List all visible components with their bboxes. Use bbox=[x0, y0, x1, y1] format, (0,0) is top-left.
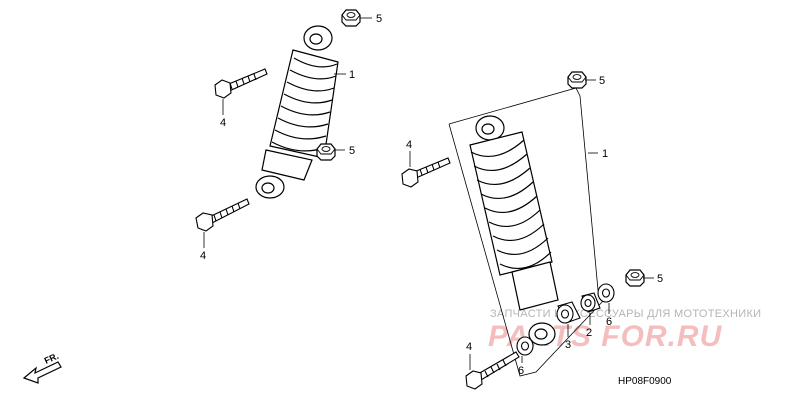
callout-4-left-bottom: 4 bbox=[200, 250, 206, 262]
callout-5-left-top: 5 bbox=[376, 13, 382, 25]
right-bushings bbox=[516, 283, 615, 356]
callout-6-lower: 6 bbox=[518, 365, 524, 377]
callout-4-left-top: 4 bbox=[220, 117, 226, 129]
right-top-nut bbox=[567, 71, 587, 89]
callout-4-right-top: 4 bbox=[406, 139, 412, 151]
diagram-code: HP08F0900 bbox=[618, 376, 672, 387]
callout-5-left-bottom: 5 bbox=[349, 145, 355, 157]
right-shock-absorber bbox=[469, 115, 559, 346]
callout-1-right: 1 bbox=[602, 148, 608, 160]
callout-2: 2 bbox=[586, 327, 592, 339]
left-top-nut bbox=[341, 9, 361, 27]
left-bottom-nut bbox=[316, 143, 336, 161]
callout-5-right-bottom: 5 bbox=[657, 273, 663, 285]
right-top-bolt bbox=[401, 157, 451, 188]
callout-3: 3 bbox=[565, 339, 571, 351]
left-bottom-bolt bbox=[195, 198, 250, 232]
callout-4-right-bottom: 4 bbox=[466, 341, 472, 353]
front-direction-indicator: FR. bbox=[22, 351, 62, 384]
left-shock-absorber bbox=[255, 25, 339, 199]
left-leader-lines bbox=[203, 17, 372, 248]
right-bottom-bolt bbox=[465, 351, 520, 390]
right-bottom-nut bbox=[625, 269, 645, 287]
left-top-bolt bbox=[214, 68, 268, 99]
callout-labels: 5 1 5 4 4 5 1 5 4 4 6 2 3 6 bbox=[200, 13, 663, 377]
callout-6-upper: 6 bbox=[606, 316, 612, 328]
front-arrow-icon bbox=[22, 361, 62, 384]
watermark-line1: ЗАПЧАСТИ И АКСЕССУАРЫ ДЛЯ МОТОТЕХНИКИ bbox=[490, 308, 761, 320]
callout-1-left: 1 bbox=[349, 69, 355, 81]
callout-5-right-top: 5 bbox=[599, 75, 605, 87]
right-leader-lines bbox=[409, 79, 654, 370]
